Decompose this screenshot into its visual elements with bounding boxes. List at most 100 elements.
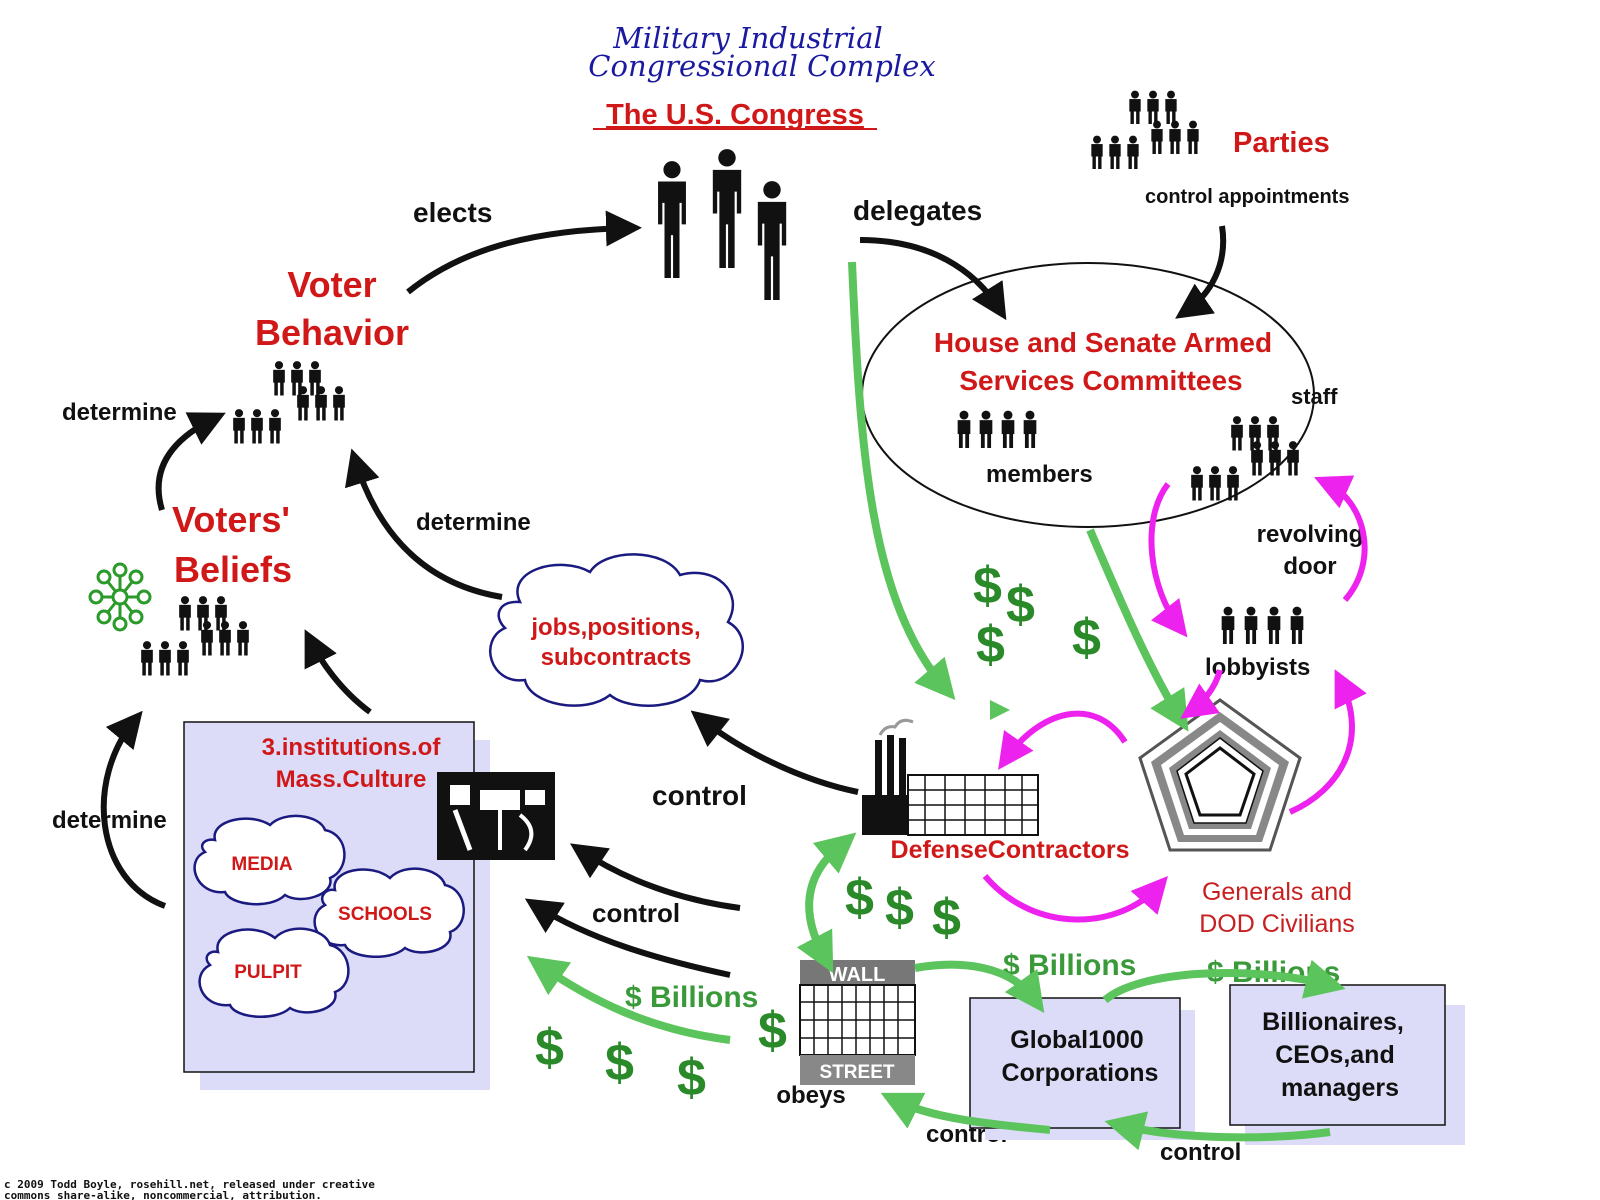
elects-label: elects [413, 197, 492, 228]
green-triangle-marker [990, 700, 1010, 720]
determine-label-2: determine [416, 509, 531, 536]
schools-cloud [313, 867, 465, 959]
contractors-to-generals-arrow [982, 874, 1168, 923]
copyright-line-1: c 2009 Todd Boyle, rosehill.net, release… [4, 1178, 375, 1191]
global-label-2: Corporations [1002, 1059, 1159, 1087]
voter-behavior-label-2: Behavior [255, 312, 409, 353]
committees-label-1: House and Senate Armed [934, 327, 1272, 358]
dollar-sign: $ [885, 879, 914, 937]
dollar-sign: $ [932, 889, 961, 947]
street-label: STREET [820, 1062, 895, 1083]
global-label-1: Global1000 [1010, 1026, 1143, 1054]
dollar-sign: $ [758, 1002, 787, 1060]
pulpit-label: PULPIT [234, 962, 302, 983]
dollar-sign: $ [976, 616, 1005, 674]
members-people-icon [957, 410, 1037, 448]
schools-label: SCHOOLS [338, 904, 432, 925]
voters-beliefs-label-1: Voters' [172, 499, 290, 540]
dollar-sign: $ [1072, 609, 1101, 667]
institutions-label-2: Mass.Culture [276, 766, 427, 793]
obeys-label: obeys [776, 1082, 845, 1109]
congress-people-icon [658, 149, 787, 300]
determine-label-3: determine [52, 807, 167, 834]
determine-label-1: determine [62, 399, 177, 426]
camera-icon [437, 772, 555, 860]
committees-label-2: Services Committees [959, 365, 1242, 396]
jobs-cloud [489, 553, 744, 707]
jobs-label-1: jobs,positions, [530, 614, 700, 641]
billionaires-label-1: Billionaires, [1262, 1008, 1404, 1036]
determine-arrow-2 [344, 448, 503, 600]
dollar-sign: $ [677, 1049, 706, 1107]
pentagon-to-lobbyists-arrow [1288, 669, 1367, 815]
pentagon-icon [1138, 698, 1302, 852]
factory-icon [862, 718, 1039, 836]
wallstreet-control-arrow-1 [570, 843, 741, 911]
revolving-label-2: door [1283, 553, 1336, 580]
contractors-wallstreet-money-arrow [796, 832, 857, 974]
billionaires-label-3: managers [1281, 1074, 1399, 1102]
global-control-wallstreet-arrow [880, 1092, 1051, 1134]
determine-arrow-3 [100, 710, 167, 909]
jobs-label-2: subcontracts [541, 644, 692, 671]
parties-people-icon [1091, 90, 1199, 169]
congress-label: The U.S. Congress [606, 99, 864, 131]
revolving-door-arrow-down [1148, 482, 1188, 638]
mass-culture-to-beliefs-arrow [304, 629, 372, 715]
lobbyists-label: lobbyists [1205, 654, 1310, 681]
pentagon-to-contractors-arrow [998, 710, 1128, 770]
control-label-2: control [592, 898, 680, 928]
generals-label-1: Generals and [1202, 878, 1352, 906]
delegates-label: delegates [853, 195, 982, 226]
staff-label: staff [1291, 384, 1338, 409]
control-appointments-label: control appointments [1145, 186, 1349, 208]
wall-label: WALL [829, 964, 886, 986]
media-cloud [193, 814, 346, 906]
media-label: MEDIA [231, 854, 293, 875]
title-line-2: Congressional Complex [588, 49, 935, 83]
revolving-label-1: revolving [1257, 521, 1364, 548]
global-to-billionaires-money-arrow [1102, 959, 1346, 1004]
billionaires-box [1229, 984, 1446, 1126]
global-box [969, 997, 1181, 1129]
wallstreet-control-arrow-2 [524, 898, 731, 978]
voter-behavior-people-icon [233, 361, 345, 444]
delegates-arrow [859, 237, 1007, 321]
voter-behavior-label-1: Voter [287, 264, 376, 305]
wallstreet-to-global-money-arrow [914, 960, 1045, 1014]
dollar-sign: $ [845, 869, 874, 927]
copyright-line-2: commons share-alike, noncommercial, attr… [4, 1189, 322, 1200]
staff-people-icon [1191, 416, 1299, 501]
dollar-sign: $ [535, 1019, 564, 1077]
control-label-1: control [652, 780, 747, 811]
lobbyists-to-pentagon-arrow [1180, 669, 1223, 719]
billionaires-control-global-arrow [1104, 1111, 1331, 1151]
members-label: members [986, 461, 1093, 488]
dollar-sign: $ [605, 1034, 634, 1092]
elects-arrow [406, 210, 642, 295]
voters-beliefs-people-icon [141, 596, 249, 676]
wallstreet-to-mass-culture-money-arrow [526, 955, 731, 1044]
institutions-label-1: 3.institutions.of [262, 734, 442, 761]
determine-arrow-1 [155, 412, 226, 511]
voters-beliefs-label-2: Beliefs [174, 549, 292, 590]
defense-contractors-label: DefenseContractors [891, 836, 1130, 864]
contractors-control-jobs-arrow [690, 710, 859, 795]
pulpit-cloud [198, 927, 350, 1019]
congress-to-contractors-money-arrow [848, 261, 956, 701]
revolving-door-arrow-up [1314, 475, 1368, 602]
parties-label: Parties [1233, 127, 1330, 159]
billions-label-1: $ Billions [625, 981, 758, 1014]
control-label-4: control [1160, 1139, 1241, 1166]
dollar-sign: $ [1006, 576, 1035, 634]
title-line-1: Military Industrial [612, 21, 883, 55]
generals-label-2: DOD Civilians [1199, 910, 1355, 938]
billions-label-2: $ Billions [1003, 949, 1136, 982]
network-icon [88, 562, 152, 632]
control-appointments-arrow [1175, 225, 1227, 319]
committees-to-pentagon-money-arrow [1086, 528, 1189, 732]
dollar-sign: $ [973, 557, 1002, 615]
billionaires-label-2: CEOs,and [1275, 1041, 1394, 1069]
lobbyists-people-icon [1221, 606, 1304, 644]
